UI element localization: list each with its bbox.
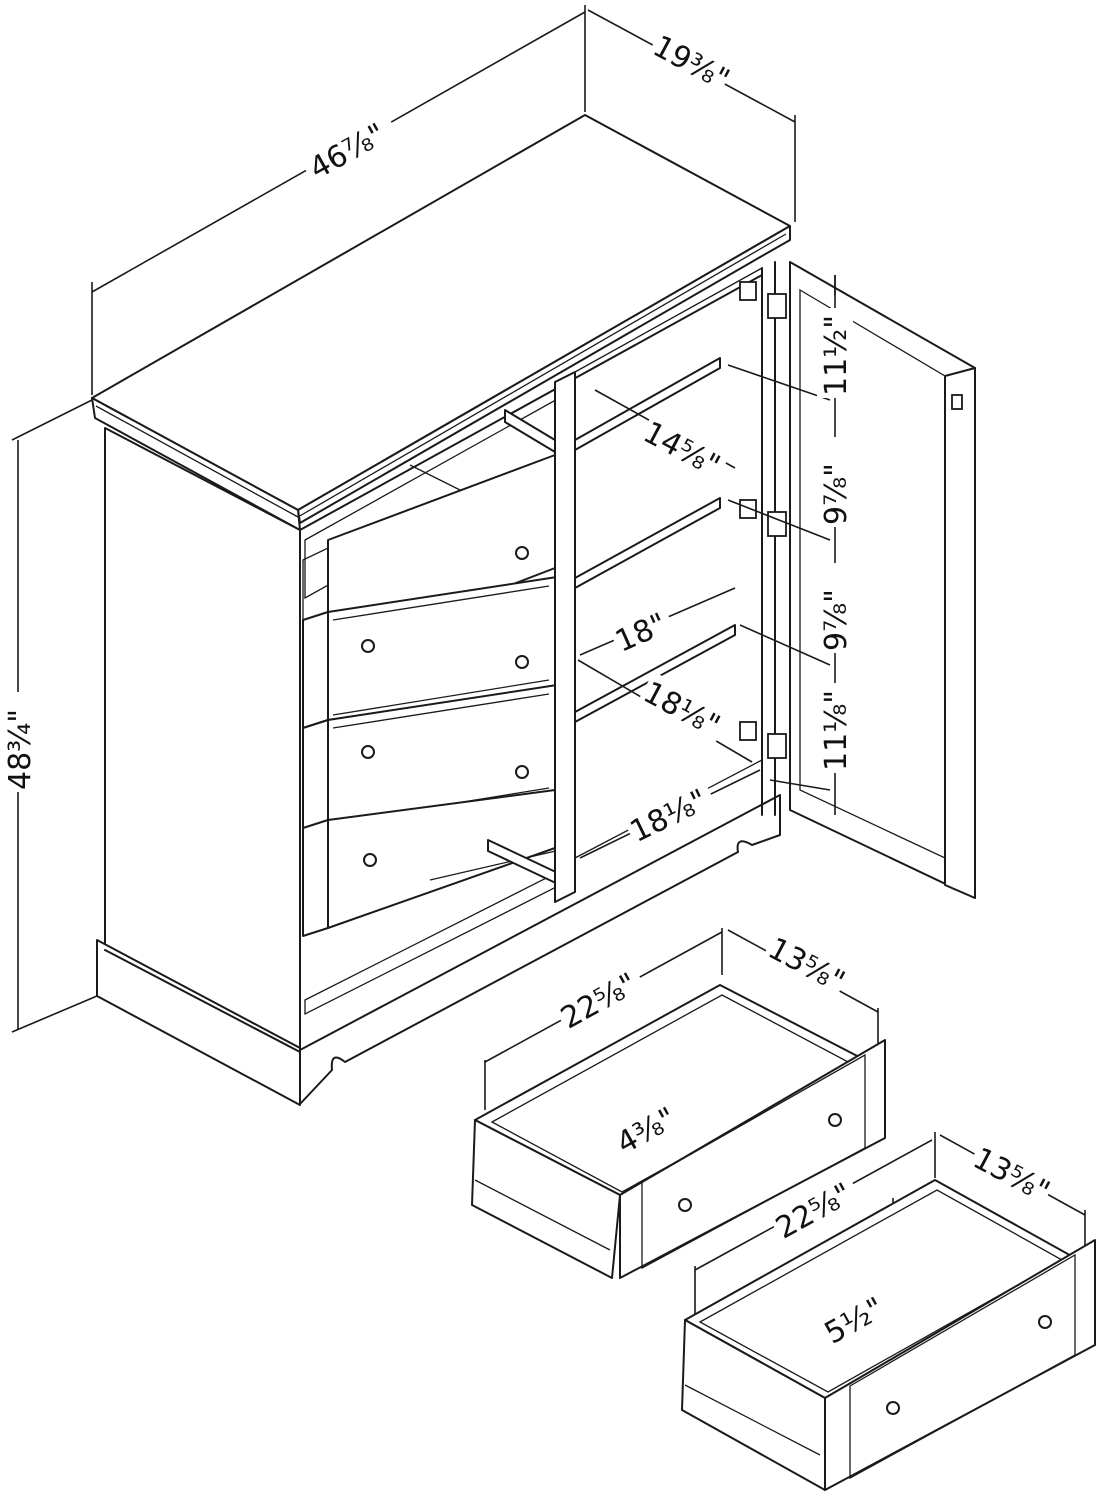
drawer-2-front[interactable]: [824, 1239, 1096, 1491]
hinge-top-plate-icon: [767, 293, 787, 319]
label-drawer2-depth: 13⁵⁄₈": [967, 1141, 1055, 1210]
drawer-1-front-knob-2-icon: [678, 1198, 692, 1212]
label-drawer1-depth: 13⁵⁄₈": [762, 931, 850, 1000]
shelf-top: [574, 357, 721, 451]
hinge-middle-plate-icon: [767, 511, 787, 537]
drawer-1-front-knob-icon: [828, 1113, 842, 1127]
cabinet-front-plinth: [299, 794, 781, 1105]
drawer-2-front-knob-icon: [1038, 1315, 1052, 1329]
hinge-bottom-icon: [739, 721, 757, 741]
drawer-2-front-knob-2-icon: [886, 1401, 900, 1415]
drawer-3-knob-right-icon: [515, 765, 529, 779]
drawer-3-knob-left-icon: [361, 745, 375, 759]
door-catch-icon: [951, 394, 963, 410]
cabinet-left-side: [104, 427, 301, 1049]
drawer-4-knob-icon: [363, 853, 377, 867]
label-shelf-gap-bottom: 11¹⁄₈": [819, 690, 854, 771]
label-drawer1-width: 22⁵⁄₈": [555, 966, 643, 1036]
drawer-1-knob-icon: [515, 546, 529, 560]
drawer-2-knob-right-icon: [515, 655, 529, 669]
label-shelf-gap-lower: 9⁷⁄₈": [819, 589, 854, 651]
removed-drawer-2: [681, 1179, 1096, 1491]
removed-drawer-1: [471, 984, 886, 1279]
label-overall-height: 48³⁄₄": [3, 709, 38, 790]
hinge-bottom-plate-icon: [767, 733, 787, 759]
drawer-1-front[interactable]: [619, 1039, 886, 1279]
center-divider: [554, 371, 576, 903]
top-molding-left: [91, 397, 301, 531]
drawer-2-knob-left-icon: [361, 639, 375, 653]
shelf-middle-1: [574, 497, 721, 589]
cabinet-left-plinth: [96, 939, 301, 1106]
label-shelf-gap-top: 11¹⁄₂": [819, 315, 854, 396]
hinge-middle-icon: [739, 499, 757, 519]
hinge-top-icon: [739, 281, 757, 301]
label-shelf-gap-upper: 9⁷⁄₈": [819, 463, 854, 525]
